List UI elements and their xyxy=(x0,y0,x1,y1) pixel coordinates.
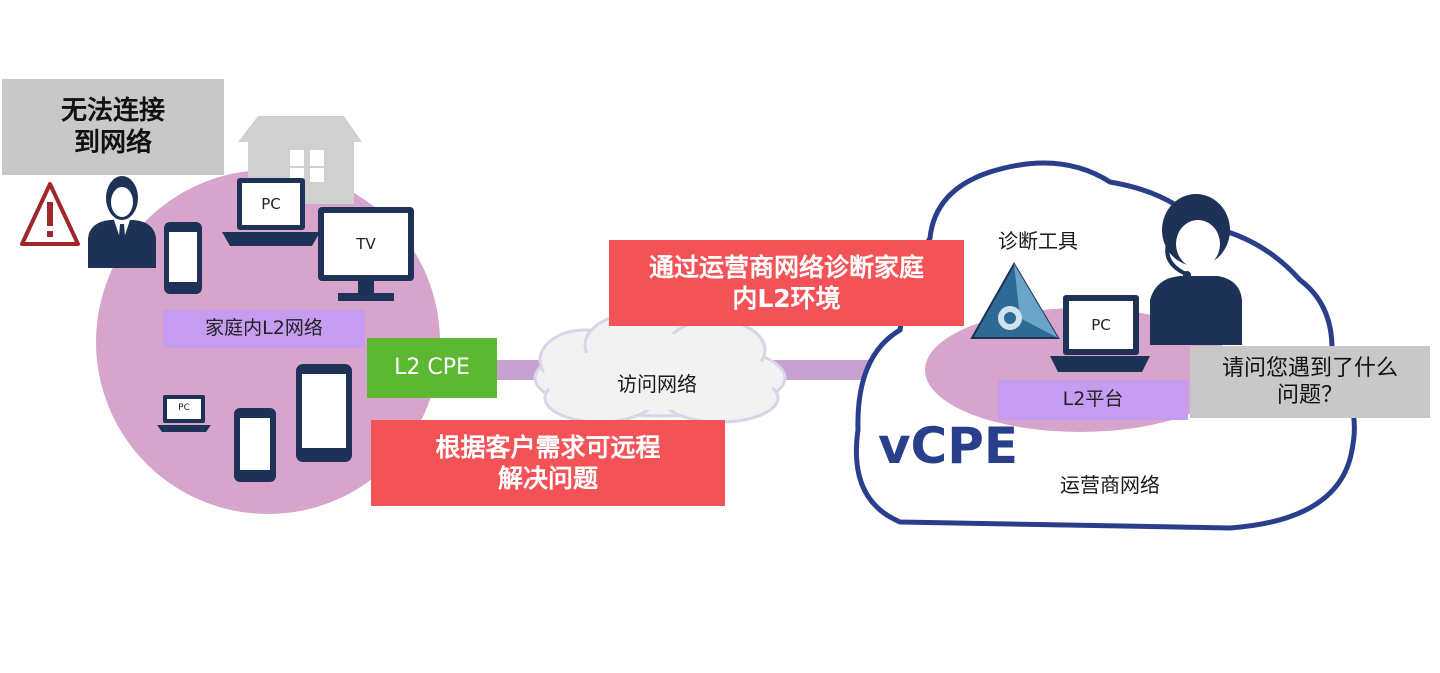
home-network-label: 家庭内L2网络 xyxy=(163,310,365,348)
small-pc-screen-label: PC xyxy=(178,403,190,414)
access-network-label: 访问网络 xyxy=(617,371,697,396)
platform-pc-screen-label: PC xyxy=(1091,315,1111,334)
diagnostic-tool-icon xyxy=(970,262,1060,339)
vcpe-label: vCPE xyxy=(877,416,1019,475)
phone-icon xyxy=(164,222,202,294)
connection-error-label: 无法连接 到网络 xyxy=(2,79,224,175)
laptop-icon xyxy=(222,178,320,246)
platform-pc-icon xyxy=(1050,295,1150,372)
phone-icon xyxy=(234,408,276,482)
warning-icon xyxy=(20,182,80,246)
tablet-icon xyxy=(296,364,352,462)
support-agent-icon xyxy=(1150,194,1242,345)
diagnostic-tool-label: 诊断工具 xyxy=(998,228,1078,253)
small-laptop-icon xyxy=(157,395,211,432)
tv-screen-label: TV xyxy=(356,234,376,253)
tv-icon xyxy=(318,207,414,301)
l2-cpe-label: L2 CPE xyxy=(367,338,497,398)
remote-solve-callout: 根据客户需求可远程 解决问题 xyxy=(371,420,725,506)
user-icon xyxy=(88,176,156,268)
l2-platform-label: L2平台 xyxy=(998,380,1188,420)
diagnose-callout: 通过运营商网络诊断家庭 内L2环境 xyxy=(609,240,964,326)
operator-network-label: 运营商网络 xyxy=(1060,472,1160,497)
pc-screen-label: PC xyxy=(261,194,281,213)
support-question-label: 请问您遇到了什么 问题？ xyxy=(1190,346,1430,418)
